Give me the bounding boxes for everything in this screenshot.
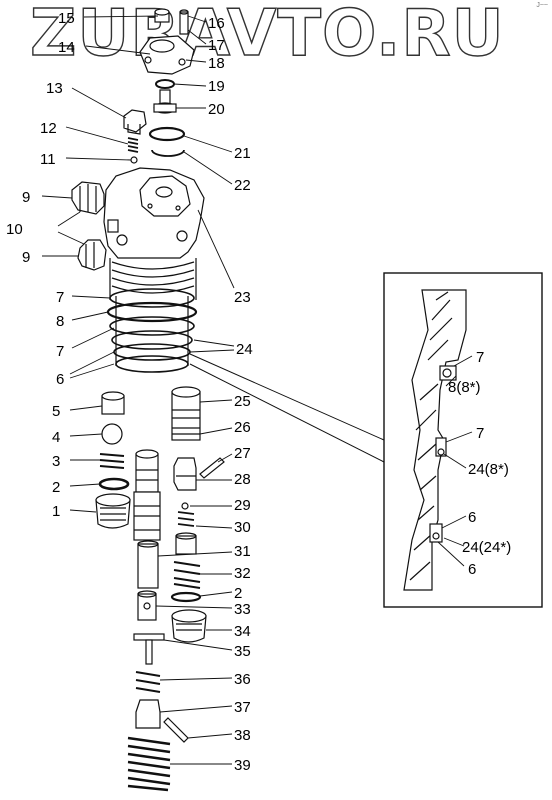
callout-32: 32 — [234, 565, 251, 582]
callout-26: 26 — [234, 419, 251, 436]
spring-29 — [177, 511, 195, 527]
ball-28 — [181, 502, 189, 510]
callout-7-upper: 7 — [56, 289, 64, 306]
seat-1 — [95, 493, 131, 529]
callout-34: 34 — [234, 623, 251, 640]
spring-36 — [135, 671, 161, 693]
inset-labels: 7 8(8*) 7 24(8*) 6 24(24*) 6 — [448, 349, 511, 578]
o-ring-2-left — [98, 477, 130, 491]
detail-inset-section — [403, 289, 467, 591]
inset-label-6-lower: 6 — [468, 561, 476, 578]
inset-label-24-a: 24(8*) — [468, 461, 509, 478]
plunger-31 — [133, 449, 161, 589]
pin-27 — [199, 457, 225, 479]
callout-4: 4 — [52, 429, 60, 446]
pump-housing — [103, 167, 205, 300]
callout-39: 39 — [234, 757, 251, 774]
plug-13 — [123, 109, 147, 135]
callout-20: 20 — [208, 101, 225, 118]
callout-38: 38 — [234, 727, 251, 744]
callout-35: 35 — [234, 643, 251, 660]
inset-label-8: 8(8*) — [448, 379, 481, 396]
callout-10: 10 — [6, 221, 23, 238]
callout-33: 33 — [234, 601, 251, 618]
callout-37: 37 — [234, 699, 251, 716]
callout-28: 28 — [234, 471, 251, 488]
collar-33 — [137, 590, 157, 621]
callout-16: 16 — [208, 15, 225, 32]
callout-15: 15 — [58, 10, 75, 27]
inset-label-7-lower: 7 — [476, 425, 484, 442]
callout-30: 30 — [234, 519, 251, 536]
callout-23: 23 — [234, 289, 251, 306]
callout-6: 6 — [56, 371, 64, 388]
snap-ring-22 — [151, 149, 185, 157]
callout-13: 13 — [46, 80, 63, 97]
seal-stack — [106, 288, 198, 373]
callout-21: 21 — [234, 145, 251, 162]
leader-lines — [41, 15, 235, 765]
barrel-25 — [171, 386, 201, 441]
ball-4 — [101, 423, 123, 445]
callout-24: 24 — [236, 341, 253, 358]
cap-assembly — [139, 8, 195, 114]
valve-26 — [173, 457, 197, 491]
callout-17: 17 — [208, 37, 225, 54]
inset-leaders — [437, 355, 473, 567]
callout-19: 19 — [208, 78, 225, 95]
spring-3 — [99, 453, 125, 469]
spring-32 — [173, 561, 201, 589]
callout-14: 14 — [58, 39, 75, 56]
o-ring-21 — [148, 126, 186, 142]
spring-12 — [127, 137, 139, 153]
sleeve-30 — [175, 532, 197, 555]
callout-8: 8 — [56, 313, 64, 330]
callout-18: 18 — [208, 55, 225, 72]
fitting-9-upper — [71, 181, 105, 215]
inset-label-7-upper: 7 — [476, 349, 484, 366]
callout-7-lower: 7 — [56, 343, 64, 360]
inset-label-24-b: 24(24*) — [462, 539, 511, 556]
spring-seat-37 — [135, 699, 161, 729]
pin-38 — [163, 717, 189, 743]
callout-31: 31 — [234, 543, 251, 560]
callout-labels: 15 14 16 17 18 19 20 13 12 11 21 22 9 10… — [6, 10, 253, 774]
callout-29: 29 — [234, 497, 251, 514]
inset-label-6-upper: 6 — [468, 509, 476, 526]
pin-35 — [133, 633, 165, 665]
callout-27: 27 — [234, 445, 251, 462]
spring-39 — [127, 736, 171, 792]
callout-2-left: 2 — [52, 479, 60, 496]
inset-connector-upper — [189, 353, 385, 441]
fitting-9-lower — [77, 239, 107, 271]
o-ring-2-right — [170, 591, 202, 603]
callout-2-right: 2 — [234, 585, 242, 602]
callout-12: 12 — [40, 120, 57, 137]
callout-11: 11 — [40, 151, 56, 168]
callout-1: 1 — [52, 503, 60, 520]
ball-11 — [130, 156, 138, 164]
watermark: ZURAVTO.RU — [29, 0, 505, 71]
callout-9-upper: 9 — [22, 189, 30, 206]
callout-5: 5 — [52, 403, 60, 420]
corner-mark: J~~ — [536, 2, 548, 9]
sleeve-5 — [101, 391, 125, 415]
callout-36: 36 — [234, 671, 251, 688]
inset-connector-lower — [189, 363, 385, 463]
callout-3: 3 — [52, 453, 60, 470]
callout-9-lower: 9 — [22, 249, 30, 266]
seat-34 — [171, 609, 207, 643]
callout-22: 22 — [234, 177, 251, 194]
callout-25: 25 — [234, 393, 251, 410]
